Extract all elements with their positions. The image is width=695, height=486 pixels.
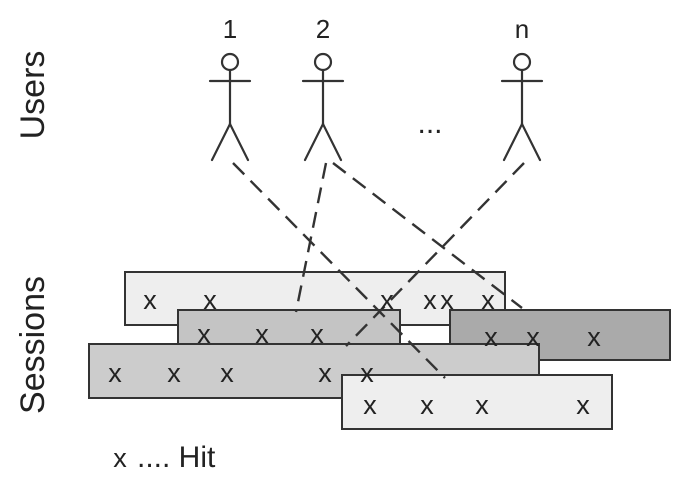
link-user2-right bbox=[332, 162, 523, 309]
user-2-icon bbox=[301, 52, 345, 162]
link-usern bbox=[345, 162, 525, 347]
user-1-icon bbox=[208, 52, 252, 162]
legend-marker: x bbox=[113, 443, 127, 473]
hit-marker: x bbox=[255, 319, 269, 349]
hit-marker: x bbox=[363, 390, 377, 420]
hit-marker: x bbox=[310, 319, 324, 349]
hit-marker: x bbox=[143, 285, 157, 315]
hit-marker: x bbox=[420, 390, 434, 420]
legend-text: .... Hit bbox=[137, 441, 216, 474]
hit-marker: x bbox=[197, 319, 211, 349]
session-b-hits: x x x bbox=[197, 319, 324, 349]
hit-marker: x bbox=[108, 358, 122, 388]
user-n-icon bbox=[500, 52, 544, 162]
hit-marker: x bbox=[587, 322, 601, 352]
hit-marker: x bbox=[423, 285, 437, 315]
hit-marker: x bbox=[440, 285, 454, 315]
users-axis-label: Users bbox=[14, 51, 52, 140]
session-a-hits: x x x x x x bbox=[143, 285, 495, 315]
session-bar-b bbox=[177, 309, 401, 349]
user-label-2: 2 bbox=[316, 14, 330, 44]
hit-marker: x bbox=[203, 285, 217, 315]
hit-marker: x bbox=[360, 358, 374, 388]
user-session-links bbox=[232, 162, 525, 379]
session-c-hits: x x x bbox=[484, 322, 601, 352]
hit-marker: x bbox=[318, 358, 332, 388]
hit-marker: x bbox=[526, 322, 540, 352]
session-d-hits: x x x x x bbox=[108, 358, 374, 388]
sessions-axis-label: Sessions bbox=[14, 276, 52, 414]
session-e-hits: x x x x bbox=[363, 390, 590, 420]
hit-marker: x bbox=[475, 390, 489, 420]
link-user2-left bbox=[294, 162, 328, 313]
user-label-n: n bbox=[515, 14, 529, 44]
hit-marker: x bbox=[167, 358, 181, 388]
session-bar-e bbox=[341, 374, 613, 430]
hit-marker: x bbox=[220, 358, 234, 388]
users-ellipsis: ... bbox=[417, 107, 442, 140]
hit-marker: x bbox=[576, 390, 590, 420]
link-user1 bbox=[232, 162, 446, 379]
user-label-1: 1 bbox=[223, 14, 237, 44]
hit-marker: x bbox=[380, 285, 394, 315]
hit-marker: x bbox=[484, 322, 498, 352]
legend: x .... Hit bbox=[113, 441, 216, 474]
hit-marker: x bbox=[481, 285, 495, 315]
